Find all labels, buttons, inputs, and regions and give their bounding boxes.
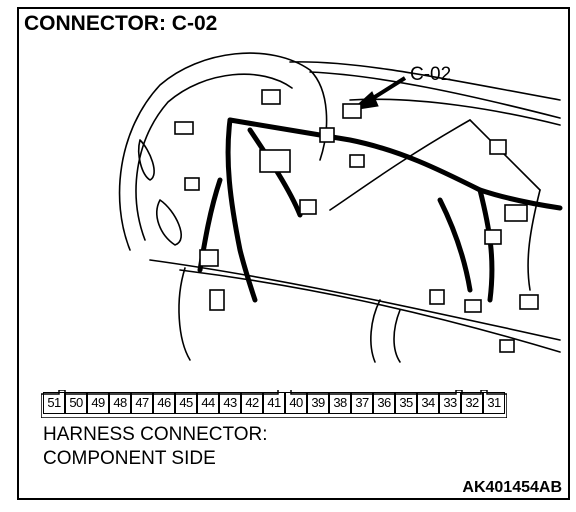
figure-code: AK401454AB [462,479,562,496]
connector-pin-49: 49 [87,392,109,414]
caption-line-2: COMPONENT SIDE [43,448,216,469]
connector-pin-39: 39 [307,392,329,414]
connector-pin-32: 32 [461,392,483,414]
connector-pin-35: 35 [395,392,417,414]
connector-pin-38: 38 [329,392,351,414]
connector-callout-label: C-02 [410,64,452,85]
harness-connector-outline [41,390,507,418]
connector-pin-40: 40 [285,392,307,414]
connector-pin-37: 37 [351,392,373,414]
connector-pin-51: 51 [43,392,65,414]
connector-pin-31: 31 [483,392,505,414]
connector-pin-44: 44 [197,392,219,414]
connector-pin-46: 46 [153,392,175,414]
connector-pin-34: 34 [417,392,439,414]
connector-pin-50: 50 [65,392,87,414]
connector-pin-45: 45 [175,392,197,414]
connector-pin-33: 33 [439,392,461,414]
connector-pin-43: 43 [219,392,241,414]
page-title: CONNECTOR: C-02 [24,12,218,35]
connector-pin-48: 48 [109,392,131,414]
connector-pin-47: 47 [131,392,153,414]
connector-pin-42: 42 [241,392,263,414]
connector-pin-41: 41 [263,392,285,414]
caption-line-1: HARNESS CONNECTOR: [43,424,268,445]
connector-pin-36: 36 [373,392,395,414]
